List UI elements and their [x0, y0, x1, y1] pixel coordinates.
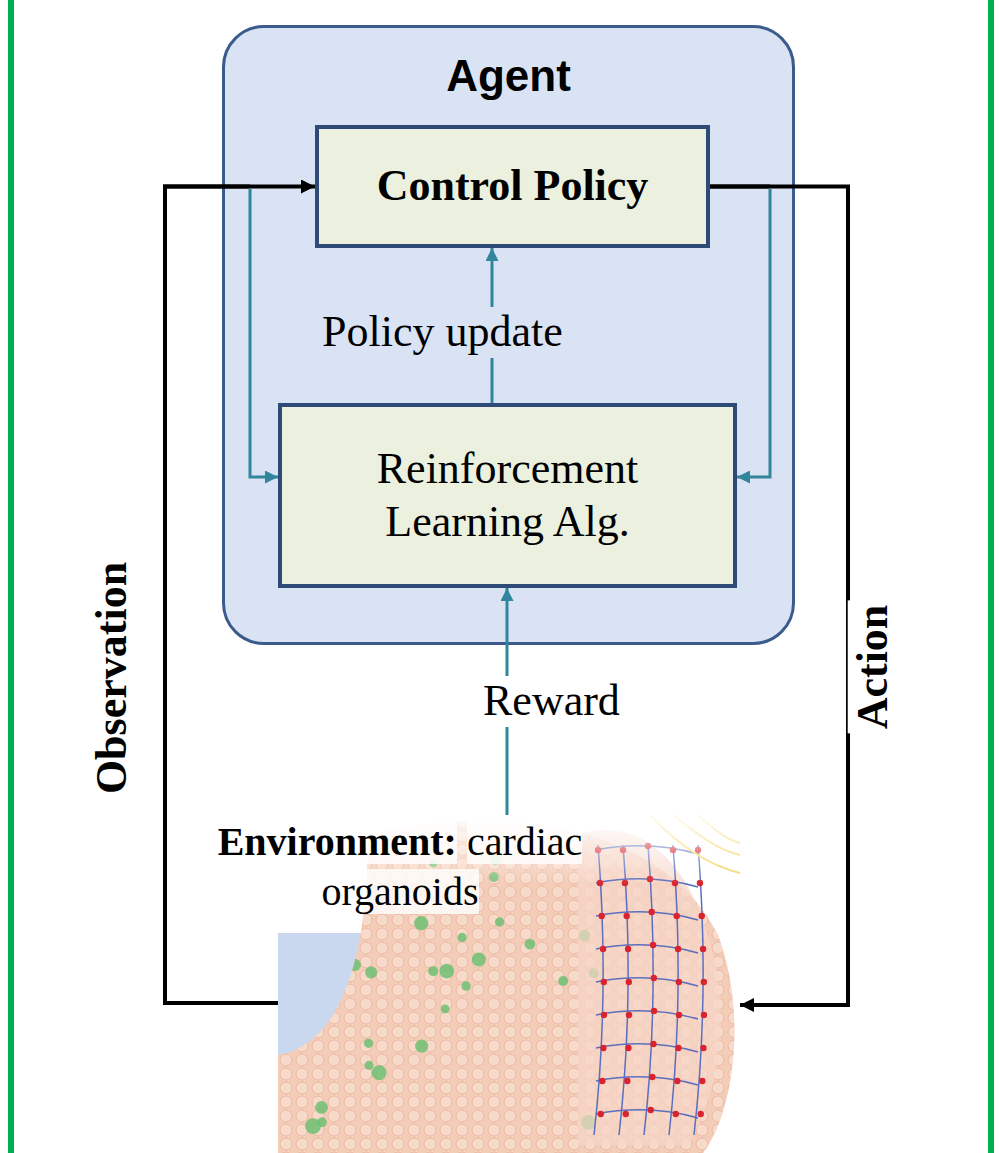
environment-caption: Environment:cardiac organoids: [160, 817, 640, 917]
organoid-illustration: [278, 815, 740, 1153]
process-box: Reinforcement Learning Alg.: [278, 403, 737, 588]
connector: [710, 187, 848, 1006]
connector: [165, 187, 278, 1004]
edge-label: Reward: [483, 676, 620, 727]
green-frame: [988, 0, 994, 1153]
edge-label: Action: [848, 601, 899, 734]
connector-line: [710, 187, 848, 1006]
connector-line: [250, 189, 278, 478]
connector-line: [737, 189, 770, 478]
connector-line: [165, 187, 278, 1004]
box-label: Environment:: [218, 819, 457, 864]
connector: [165, 187, 315, 1004]
box-label: Reinforcement Learning Alg.: [302, 443, 713, 549]
connector-line: [710, 185, 770, 189]
edge-label: Policy update: [322, 307, 563, 358]
cell-network: [594, 843, 707, 1135]
green-frame: [8, 0, 14, 1153]
box-label: Control Policy: [377, 160, 649, 213]
environment: Environment:cardiac organoids: [278, 815, 740, 1153]
edge-label: Observation: [87, 558, 138, 798]
cell-texture: [278, 815, 740, 1153]
connector: [710, 187, 770, 478]
connector-line: [165, 187, 315, 1004]
box-heading: Agent: [446, 52, 571, 100]
process-box: Control Policy: [315, 125, 710, 248]
